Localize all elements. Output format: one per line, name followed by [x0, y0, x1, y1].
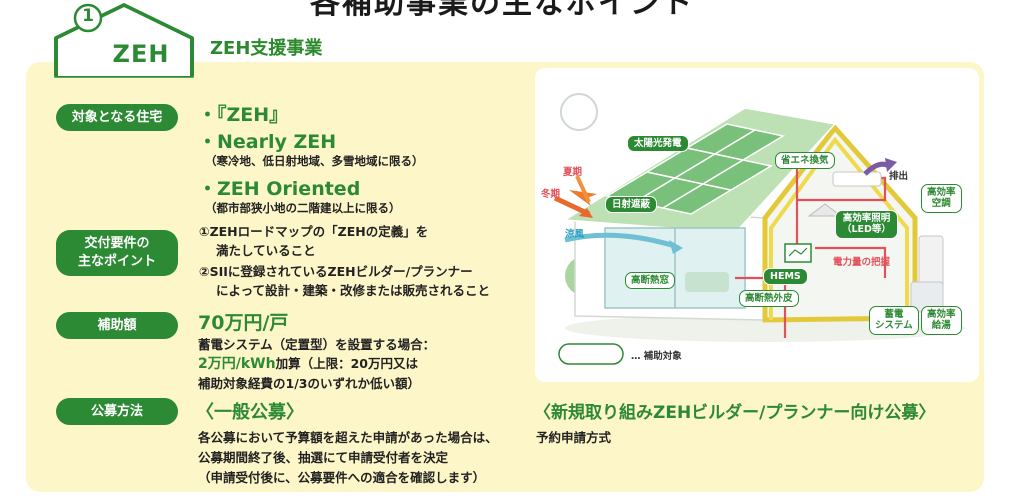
- amount-battery-value: 2万円/kWh: [198, 356, 276, 372]
- badge-number: 1: [82, 6, 94, 26]
- label-power-monitor: 電力量の把握: [833, 257, 891, 268]
- legend-subsidy-target: … 補助対象: [631, 351, 682, 362]
- method-general-title: 〈一般公募〉: [196, 402, 304, 423]
- label-insulated-window: 高断熱窓: [625, 272, 676, 290]
- label-lighting: 高効率照明 （LED等）: [835, 210, 898, 239]
- method-general-line2: 公募期間終了後、抽選にて申請受付者を決定: [198, 450, 449, 465]
- label-storage-line2: システム: [875, 320, 913, 332]
- target-nearly-zeh: ・Nearly ZEH: [198, 131, 337, 153]
- house-drawing: [553, 93, 965, 365]
- label-subsidy-amount: 補助額: [56, 312, 178, 339]
- label-subsidy-amount-text: 補助額: [97, 317, 137, 333]
- label-water-line1: 高効率: [927, 309, 956, 320]
- amount-battery-suffix: 加算（上限：20万円又は: [275, 356, 418, 371]
- label-hvac-line1: 高効率: [927, 187, 956, 198]
- label-hvac-line2: 空調: [931, 198, 951, 210]
- target-zeh-oriented: ・ZEH Oriented: [198, 178, 361, 200]
- label-target-housing: 対象となる住宅: [56, 104, 178, 131]
- requirement-2-line1: ②SIIに登録されているZEHビルダー/プランナー: [199, 264, 473, 279]
- label-water-line2: 給湯: [931, 320, 951, 332]
- requirement-2-line2: によって設計・建築・改修または販売されること: [216, 283, 491, 298]
- target-nearly-note: （寒冷地、低日射地域、多雪地域に限る）: [205, 154, 424, 168]
- label-application-method: 公募方法: [56, 398, 178, 425]
- requirement-1-line1: ①ZEHロードマップの「ZEHの定義」を: [199, 224, 429, 239]
- main-title: 各補助事業の主なポイント: [310, 0, 694, 21]
- requirement-1-line2: 満たしていること: [216, 243, 316, 258]
- amount-battery-row: 2万円/kWh加算（上限：20万円又は: [198, 354, 418, 376]
- method-new-line1: 予約申請方式: [536, 430, 612, 445]
- amount-main: 70万円/戸: [198, 312, 289, 334]
- label-hvac: 高効率 空調: [921, 184, 962, 213]
- method-general-line3: （申請受付後に、公募要件への適合を確認します）: [198, 470, 486, 485]
- label-requirements-line1: 交付要件の: [84, 236, 150, 252]
- zeh-house-illustration: 太陽光発電 日射遮蔽 夏期 冬期 涼風 高断熱窓 HEMS 高断熱外皮 省エネ換…: [535, 68, 979, 382]
- label-requirements: 交付要件の 主なポイント: [56, 230, 178, 276]
- label-hems: HEMS: [763, 268, 808, 286]
- label-requirements-line2: 主なポイント: [77, 254, 156, 269]
- target-oriented-note: （都市部狭小地の二階建以上に限る）: [205, 201, 401, 215]
- method-general-line1: 各公募において予算額を超えた申請があった場合は、: [198, 430, 498, 445]
- label-insulated-wall: 高断熱外皮: [739, 290, 799, 308]
- section-subtitle: ZEH支援事業: [210, 38, 323, 59]
- zeh-house-badge: [54, 3, 194, 78]
- label-target-housing-text: 対象となる住宅: [71, 109, 163, 125]
- label-storage: 蓄電 システム: [869, 306, 919, 335]
- label-storage-line1: 蓄電: [884, 309, 904, 320]
- label-lighting-line1: 高効率照明: [842, 213, 891, 224]
- method-new-title: 〈新規取り組みZEHビルダー/プランナー向け公募〉: [534, 403, 936, 423]
- label-winter: 冬期: [541, 189, 561, 200]
- label-cool-breeze: 涼風: [565, 229, 585, 240]
- label-lighting-line2: （LED等）: [842, 224, 891, 236]
- label-shading: 日射遮蔽: [605, 196, 658, 214]
- label-summer: 夏期: [563, 167, 583, 178]
- amount-battery-line: 蓄電システム（定置型）を設置する場合：: [198, 337, 436, 352]
- label-water-heater: 高効率 給湯: [921, 306, 962, 335]
- amount-battery-line3: 補助対象経費の1/3のいずれか低い額）: [198, 376, 420, 391]
- badge-label: ZEH: [112, 40, 170, 68]
- target-zeh: ・『ZEH』: [198, 104, 289, 126]
- label-exhaust: 排出: [889, 171, 909, 182]
- label-solar: 太陽光発電: [627, 135, 689, 153]
- label-ventilation: 省エネ換気: [775, 152, 835, 170]
- label-application-method-text: 公募方法: [90, 403, 143, 419]
